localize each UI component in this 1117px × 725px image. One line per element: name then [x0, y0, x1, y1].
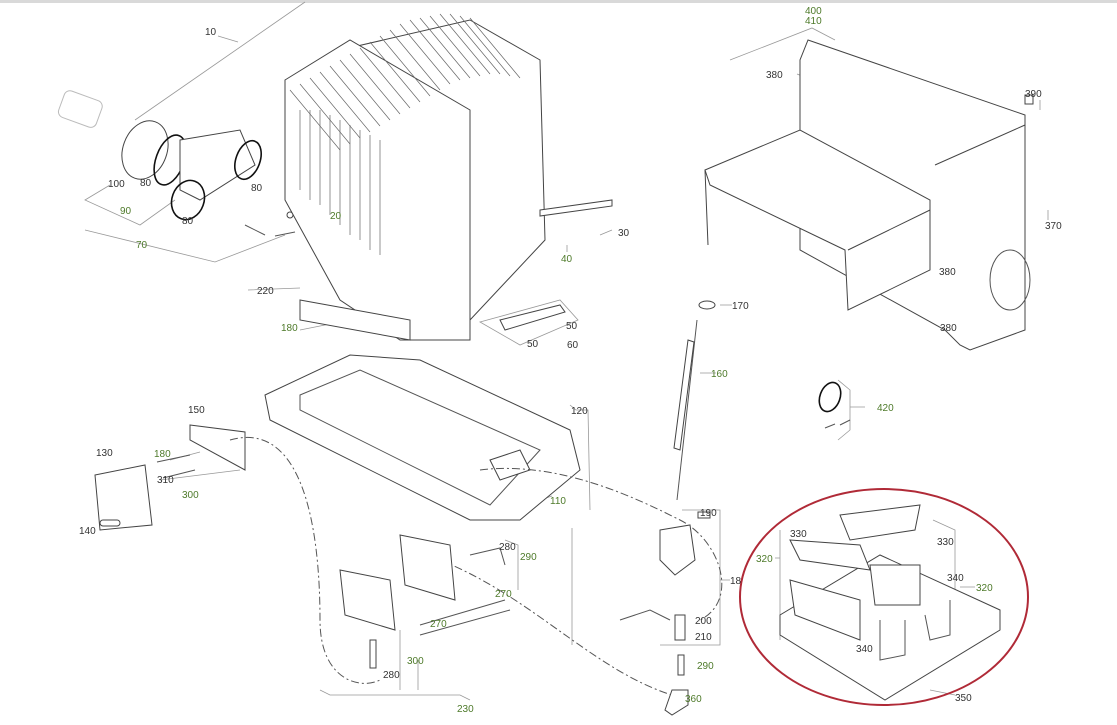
part-label: 270: [495, 589, 512, 600]
part-label: 90: [120, 206, 132, 217]
part-label: 300: [182, 490, 199, 501]
part-label: 50: [566, 321, 578, 332]
part-label: 320: [976, 583, 993, 594]
part-label: 380: [766, 70, 783, 81]
control-module: [94, 424, 246, 531]
part-label: 360: [685, 694, 702, 705]
part-label: 300: [407, 656, 424, 667]
part-label: 70: [136, 240, 148, 251]
part-label: 80: [251, 183, 263, 194]
part-label: 100: [108, 179, 125, 190]
part-label: 170: [732, 301, 749, 312]
part-label: 280: [383, 670, 400, 681]
leader-lines: [84, 1, 1049, 701]
part-label: 370: [1045, 221, 1062, 232]
part-label: 210: [695, 632, 712, 643]
part-label: 18: [730, 576, 742, 587]
burner-base-plate: [264, 354, 581, 521]
gas-line-paths: [229, 437, 723, 701]
part-label: 270: [430, 619, 447, 630]
part-label: 50: [527, 339, 539, 350]
part-label: 290: [697, 661, 714, 672]
part-label: 320: [756, 554, 773, 565]
highlight-ellipse: [739, 488, 1029, 706]
seal-kit: [818, 381, 851, 429]
part-label: 380: [939, 267, 956, 278]
part-label: 180: [281, 323, 298, 334]
part-label: 380: [940, 323, 957, 334]
part-label: 390: [1025, 89, 1042, 100]
part-label: 330: [937, 537, 954, 548]
burner-assembly: [339, 534, 511, 669]
part-label: 150: [188, 405, 205, 416]
part-label: 80: [140, 178, 152, 189]
part-label: 280: [499, 542, 516, 553]
part-label: 130: [96, 448, 113, 459]
part-label: 180: [154, 449, 171, 460]
part-label: 340: [947, 573, 964, 584]
part-label: 410: [805, 16, 822, 27]
heat-exchanger: [284, 13, 613, 341]
part-label: 350: [955, 693, 972, 704]
part-label: 30: [618, 228, 630, 239]
gas-valve-assembly: [619, 300, 716, 716]
part-label: 80: [182, 216, 194, 227]
part-label: 140: [79, 526, 96, 537]
part-label: 40: [561, 254, 573, 265]
casing-cover: [704, 39, 1034, 351]
part-label: 290: [520, 552, 537, 563]
part-label: 110: [550, 496, 566, 507]
part-label: 120: [571, 406, 588, 417]
part-label: 220: [257, 286, 274, 297]
part-label: 230: [457, 704, 474, 715]
part-label: 200: [695, 616, 712, 627]
part-label: 400: [805, 6, 822, 17]
part-label: 60: [567, 340, 579, 351]
part-label: 420: [877, 403, 894, 414]
filter-tray-assembly: [739, 488, 1029, 706]
top-border: [0, 0, 1117, 3]
part-label: 340: [856, 644, 873, 655]
part-label: 190: [700, 508, 717, 519]
part-label: 310: [157, 475, 174, 486]
flue-pipe-assembly: [57, 90, 304, 237]
part-label: 330: [790, 529, 807, 540]
part-label: 20: [330, 211, 342, 222]
part-labels: 10 100 80 80 90 80 70 20 30 40 220 180 5…: [79, 6, 1062, 715]
part-label: 10: [205, 27, 217, 38]
part-label: 160: [711, 369, 728, 380]
